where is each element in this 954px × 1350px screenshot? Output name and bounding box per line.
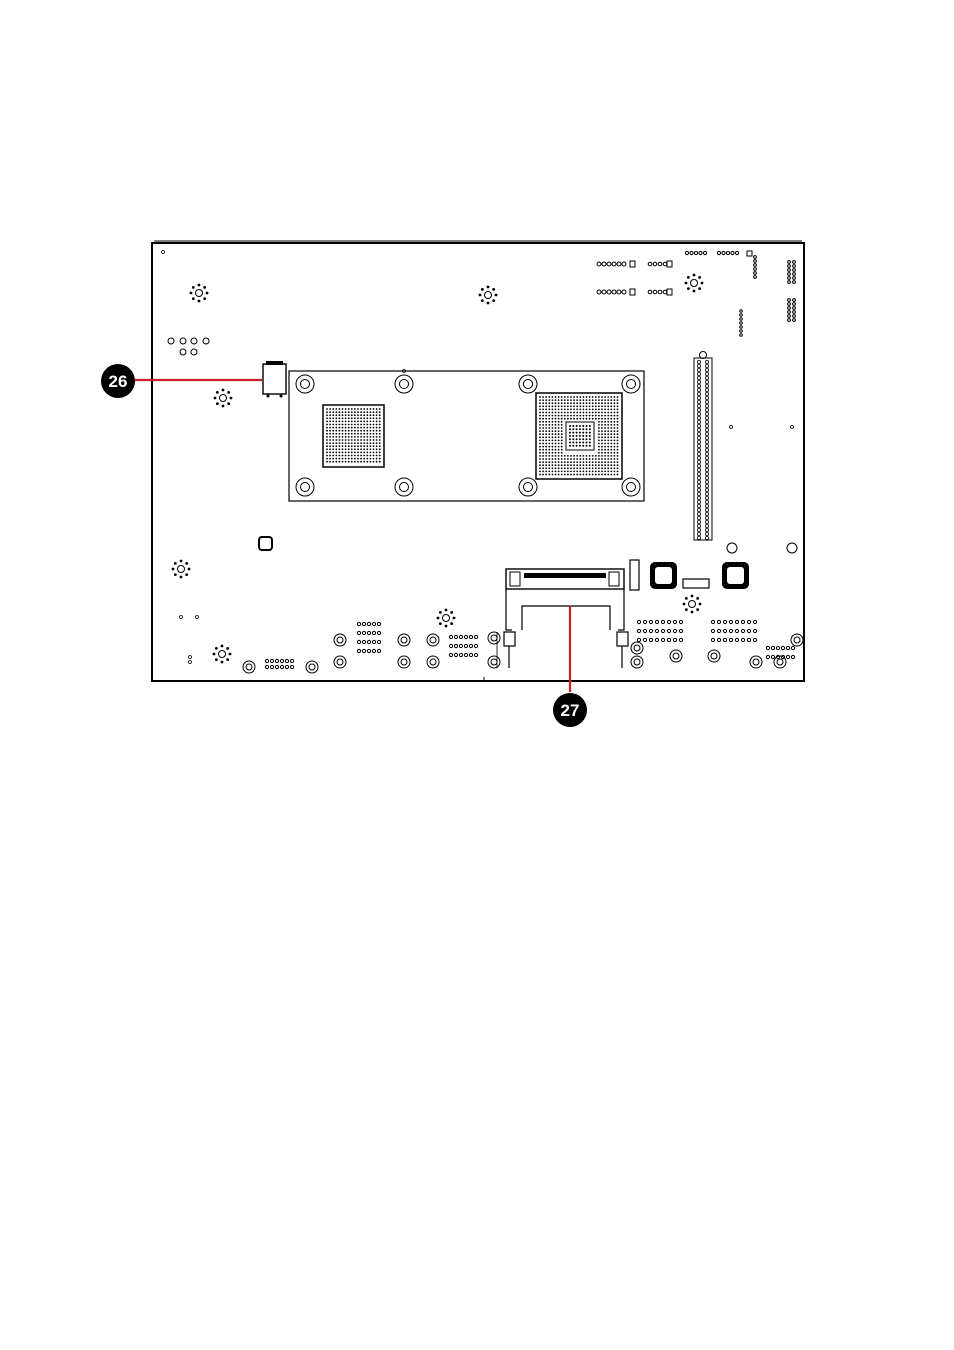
cpu-module-plate [289,371,644,501]
callout-27: 27 [553,606,587,727]
bga-chip-left [323,405,384,467]
bga-chip-right [536,393,622,479]
compactflash-slot [497,569,628,668]
callout-26: 26 [101,364,262,398]
board-components [168,251,803,673]
vertical-pin-header [694,352,712,541]
callout-27-label: 27 [561,701,580,720]
connector-near-cpu-module [263,361,286,398]
callout-26-label: 26 [109,372,128,391]
